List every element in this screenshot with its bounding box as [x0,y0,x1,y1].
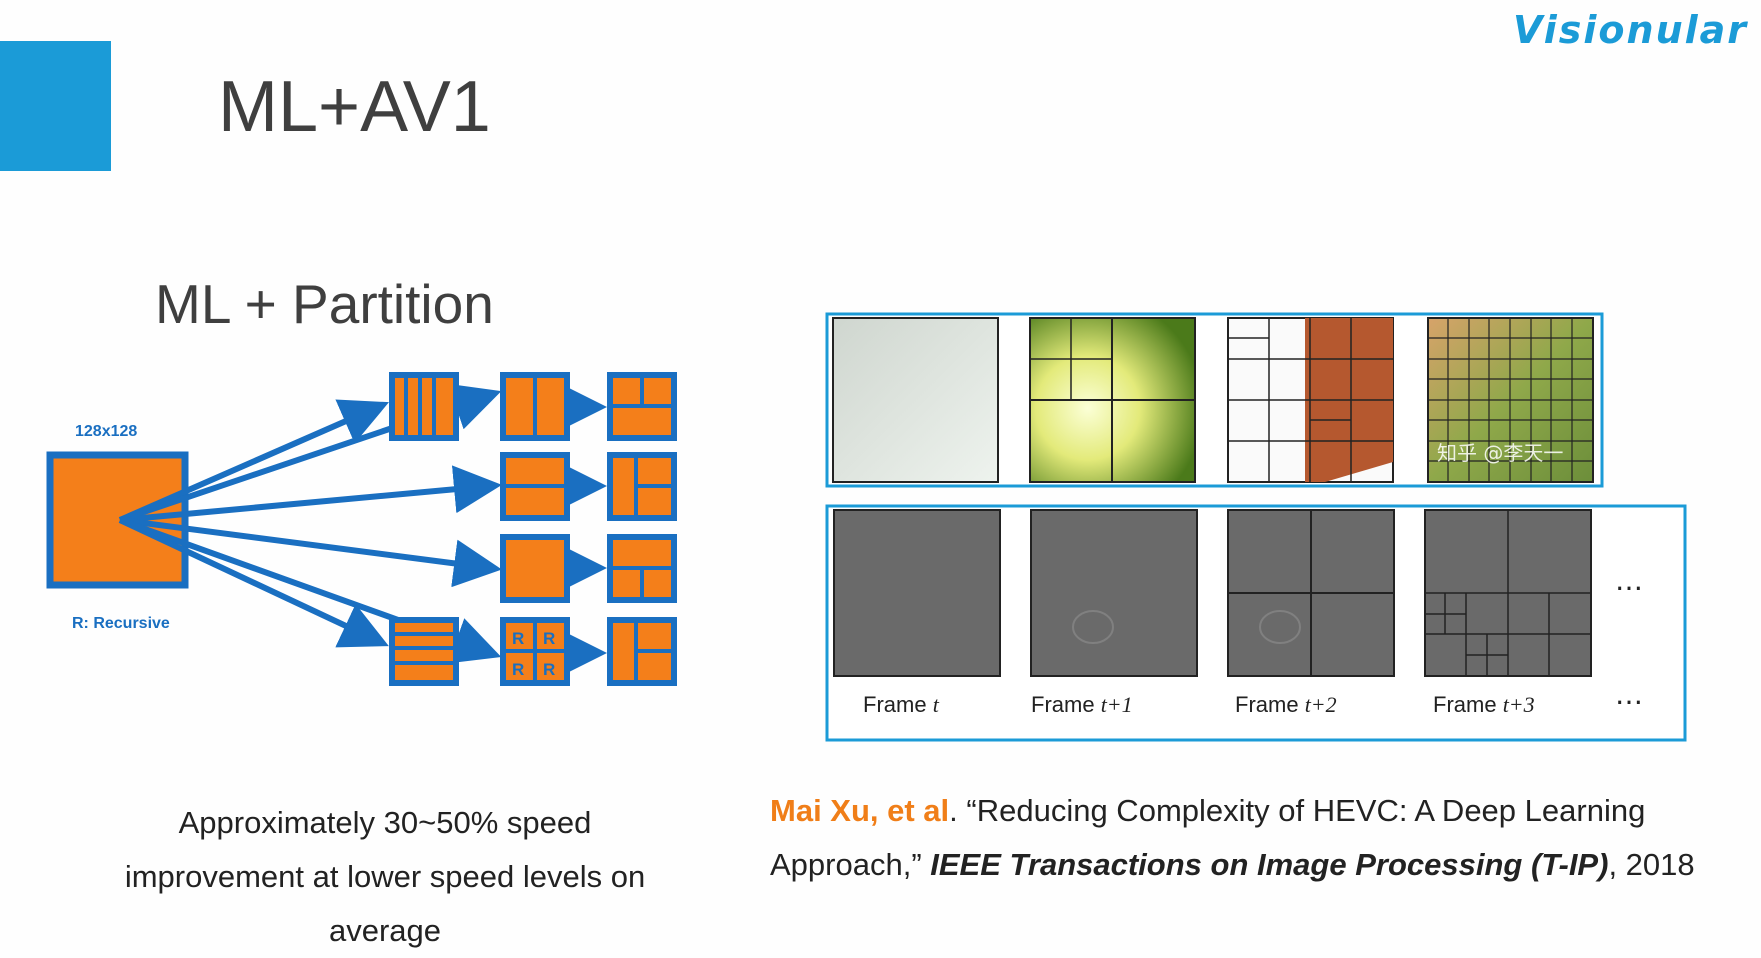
block-vert-b [607,617,677,686]
block-vert-a [607,452,677,521]
block-split-recursive: R R R R [500,617,570,686]
block-none [500,534,570,603]
block-vert-split [500,372,570,441]
citation: Mai Xu, et al. “Reducing Complexity of H… [770,784,1730,892]
block-horz-a [607,372,677,441]
recursive-label: R: Recursive [72,615,170,632]
partition-arrows [118,383,502,664]
accent-bar [0,41,111,171]
residual-frame-1 [833,509,1001,677]
residual-frame-3 [1227,509,1395,677]
frame-label: Frame t [863,692,940,717]
recursive-mark: R [512,660,524,679]
block-horz4 [389,617,459,686]
citation-title: . “Reducing Complexity of HEVC: A Deep L… [770,793,1646,882]
citation-journal: IEEE Transactions on Image Processing (T… [930,847,1609,882]
recursive-mark: R [543,660,555,679]
recursive-mark: R [543,629,555,648]
watermark: 知乎 @李天一 [1437,441,1563,465]
citation-authors: Mai Xu, et al [770,793,950,828]
visionular-logo: Visionular [1513,8,1749,52]
partition-arrows-short [559,383,607,677]
frames-figure: 知乎 @李天一 … … Frame t Frame t+1 Frame t+2 … [825,312,1687,742]
frame-thumb-1 [832,317,999,483]
frame-thumb-4: 知乎 @李天一 [1427,317,1594,483]
frame-thumb-2 [1029,317,1196,483]
residual-frame-2 [1030,509,1198,677]
root-block [46,451,189,589]
block-horz-split [500,452,570,521]
ellipsis: … [1615,678,1643,711]
frame-thumb-3 [1227,317,1394,483]
recursive-mark: R [512,629,524,648]
ellipsis: … [1615,564,1643,597]
block-size-label: 128x128 [75,423,137,440]
block-vert4 [389,372,459,441]
slide-title: ML+AV1 [218,67,491,147]
frame-label: Frame t+3 [1433,692,1535,717]
partition-heading: ML + Partition [155,273,494,335]
frame-label: Frame t+1 [1031,692,1133,717]
block-horz-b [607,534,677,603]
speed-caption: Approximately 30~50% speed improvement a… [124,805,646,948]
partition-diagram: 128x128 R: Recursive [46,372,677,686]
frame-label: Frame t+2 [1235,692,1337,717]
residual-frame-4 [1424,509,1592,677]
citation-year: , 2018 [1608,847,1695,882]
